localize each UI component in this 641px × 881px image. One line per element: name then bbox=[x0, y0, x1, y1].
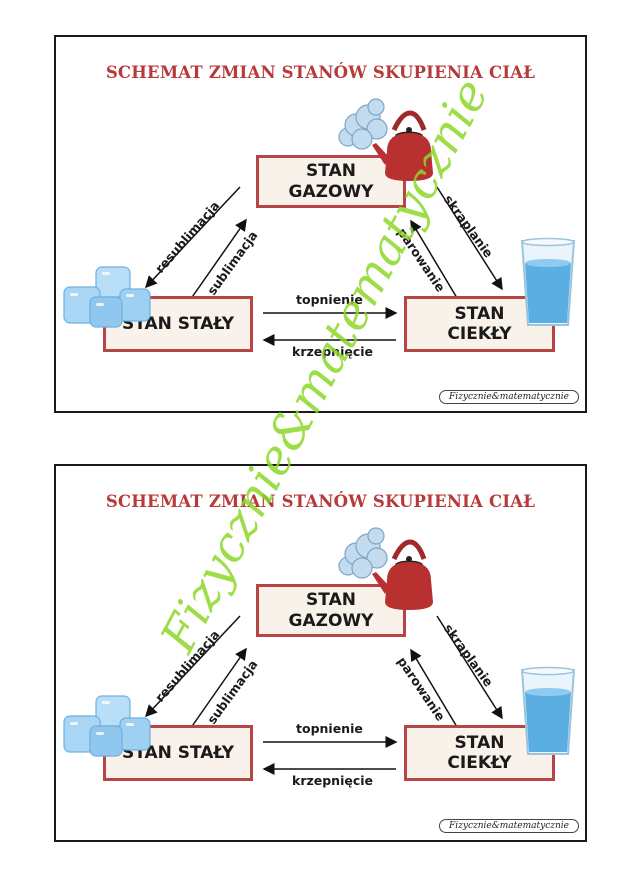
state-liquid-line2: CIEKŁY bbox=[447, 753, 512, 773]
arrows-layer bbox=[144, 615, 503, 775]
arrow-sublimation bbox=[187, 218, 247, 304]
arrow-resublimation bbox=[144, 186, 241, 289]
arrow-condensation bbox=[436, 186, 503, 291]
arrows-layer bbox=[144, 186, 503, 346]
credit-badge: Fizycznie&matematycznie bbox=[439, 819, 579, 833]
kettle-with-steam-icon bbox=[338, 98, 433, 181]
state-liquid-line1: STAN bbox=[454, 732, 505, 753]
state-gas-line1: STAN bbox=[306, 590, 356, 611]
arrow-evaporation bbox=[410, 219, 461, 304]
state-solid-label: STAN STAŁY bbox=[121, 742, 235, 763]
diagram-card-bottom: SCHEMAT ZMIAN STANÓW SKUPIENIA CIAŁ resu… bbox=[54, 464, 587, 842]
arrow-condensation bbox=[436, 615, 503, 720]
state-gas-line2: GAZOWY bbox=[288, 610, 374, 631]
label-melting: topnienie bbox=[296, 721, 363, 736]
glass-of-water-icon bbox=[520, 666, 576, 755]
watermark-anchor: Fizycznie&matematycznie bbox=[150, 70, 500, 661]
state-liquid-line1: STAN bbox=[454, 303, 505, 324]
glass-of-water-icon bbox=[520, 237, 576, 326]
state-liquid-line2: CIEKŁY bbox=[447, 324, 512, 344]
arrow-sublimation bbox=[187, 647, 247, 733]
state-gas-box: STAN GAZOWY bbox=[256, 584, 406, 637]
ice-cubes-icon bbox=[63, 266, 151, 328]
kettle-with-steam-icon bbox=[338, 527, 433, 610]
state-gas-line2: GAZOWY bbox=[288, 181, 374, 202]
label-melting: topnienie bbox=[296, 292, 363, 307]
credit-badge: Fizycznie&matematycznie bbox=[439, 390, 579, 404]
diagram-title: SCHEMAT ZMIAN STANÓW SKUPIENIA CIAŁ bbox=[105, 63, 536, 82]
state-solid-label: STAN STAŁY bbox=[121, 313, 235, 334]
state-gas-line1: STAN bbox=[306, 161, 356, 182]
ice-cubes-icon bbox=[63, 695, 151, 757]
diagram-card-top: SCHEMAT ZMIAN STANÓW SKUPIENIA CIAŁ resu… bbox=[54, 35, 587, 413]
label-solidification: krzepnięcie bbox=[292, 773, 374, 788]
arrow-evaporation bbox=[410, 648, 461, 733]
diagram-title: SCHEMAT ZMIAN STANÓW SKUPIENIA CIAŁ bbox=[105, 492, 536, 511]
state-gas-box: STAN GAZOWY bbox=[256, 155, 406, 208]
arrow-resublimation bbox=[144, 615, 241, 718]
label-solidification: krzepnięcie bbox=[292, 344, 374, 359]
